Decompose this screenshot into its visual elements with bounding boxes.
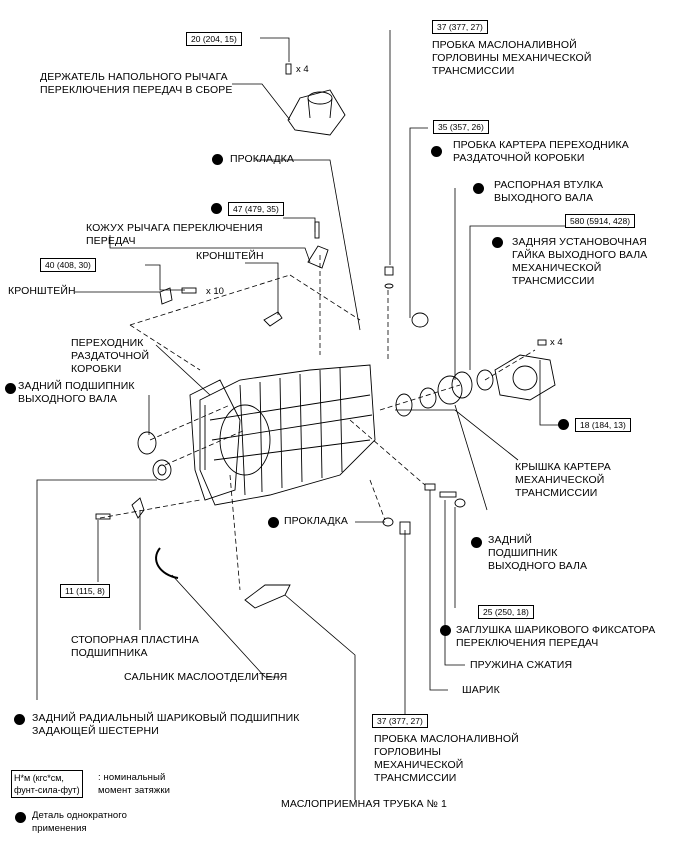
torque-box-retainer-bolt: 20 (204, 15) bbox=[186, 32, 242, 46]
label-oil-separator: САЛЬНИК МАСЛООТДЕЛИТЕЛЯ bbox=[124, 671, 288, 683]
nonreusable-dot-detent-plug bbox=[440, 625, 451, 636]
nonreusable-dot-spacer bbox=[473, 183, 484, 194]
label-detent-plug: ЗАГЛУШКА ШАРИКОВОГО ФИКСАТОРА ПЕРЕКЛЮЧЕН… bbox=[456, 624, 656, 649]
legend-units-box: Н*м (кгс*см, фунт-сила-фут) bbox=[11, 770, 83, 798]
nonreusable-dot-lock-nut bbox=[492, 237, 503, 248]
parts bbox=[95, 63, 556, 609]
nonreusable-dot-torque-18 bbox=[558, 419, 569, 430]
label-shift-lever-retainer: ДЕРЖАТЕЛЬ НАПОЛЬНОГО РЫЧАГА ПЕРЕКЛЮЧЕНИЯ… bbox=[40, 71, 233, 96]
torque-box-detent-plug: 25 (250, 18) bbox=[478, 605, 534, 619]
label-filler-plug-top: ПРОБКА МАСЛОНАЛИВНОЙ ГОРЛОВИНЫ МЕХАНИЧЕС… bbox=[432, 39, 592, 77]
label-ball: ШАРИК bbox=[462, 684, 500, 696]
label-rear-bearing-left: ЗАДНИЙ ПОДШИПНИК ВЫХОДНОГО ВАЛА bbox=[18, 380, 135, 405]
label-transfer-case-plug: ПРОБКА КАРТЕРА ПЕРЕХОДНИКА РАЗДАТОЧНОЙ К… bbox=[453, 139, 629, 164]
torque-box-filler-plug-top: 37 (377, 27) bbox=[432, 20, 488, 34]
torque-box-retainer-plate-bolt: 11 (115, 8) bbox=[60, 584, 110, 598]
nonreusable-dot-torque-47 bbox=[211, 203, 222, 214]
label-bracket-right: КРОНШТЕЙН bbox=[196, 250, 264, 262]
torque-box-shift-lever-housing: 47 (479, 35) bbox=[228, 202, 284, 216]
label-shift-lever-housing: КОЖУХ РЫЧАГА ПЕРЕКЛЮЧЕНИЯ ПЕРЕДАЧ bbox=[86, 222, 263, 247]
label-spacer: РАСПОРНАЯ ВТУЛКА ВЫХОДНОГО ВАЛА bbox=[494, 179, 604, 204]
label-bracket-left: КРОНШТЕЙН bbox=[8, 285, 76, 297]
legend-units-text: : номинальный момент затяжки bbox=[98, 772, 171, 796]
nonreusable-dot-transfer-plug bbox=[431, 146, 442, 157]
label-gasket-top: ПРОКЛАДКА bbox=[230, 153, 294, 165]
label-bearing-retainer: СТОПОРНАЯ ПЛАСТИНА ПОДШИПНИКА bbox=[71, 634, 199, 659]
torque-box-filler-plug-bottom: 37 (377, 27) bbox=[372, 714, 428, 728]
label-filler-plug-bottom: ПРОБКА МАСЛОНАЛИВНОЙ ГОРЛОВИНЫ МЕХАНИЧЕС… bbox=[374, 733, 519, 784]
multiplier-x10: x 10 bbox=[206, 286, 224, 297]
multiplier-x4-right: x 4 bbox=[550, 337, 563, 348]
nonreusable-dot-counter-gear-bearing bbox=[14, 714, 25, 725]
label-rear-bearing-right: ЗАДНИЙ ПОДШИПНИК ВЫХОДНОГО ВАЛА bbox=[488, 534, 588, 572]
multiplier-x4-top: x 4 bbox=[296, 64, 309, 75]
leader-lines bbox=[36, 30, 565, 800]
label-rear-lock-nut: ЗАДНЯЯ УСТАНОВОЧНАЯ ГАЙКА ВЫХОДНОГО ВАЛА… bbox=[512, 236, 648, 287]
label-oil-strainer: МАСЛОПРИЕМНАЯ ТРУБКА № 1 bbox=[281, 798, 447, 810]
torque-box-transfer-case-plug: 35 (357, 26) bbox=[433, 120, 489, 134]
nonreusable-dot-rear-bearing-right bbox=[471, 537, 482, 548]
nonreusable-dot-rear-bearing-left bbox=[5, 383, 16, 394]
nonreusable-dot-gasket-bottom bbox=[268, 517, 279, 528]
nonreusable-dot-legend bbox=[15, 812, 26, 823]
label-adapter: ПЕРЕХОДНИК РАЗДАТОЧНОЙ КОРОБКИ bbox=[71, 337, 150, 375]
nonreusable-dot-gasket-top bbox=[212, 154, 223, 165]
label-gasket-bottom: ПРОКЛАДКА bbox=[284, 515, 348, 527]
torque-box-case-cover: 18 (184, 13) bbox=[575, 418, 631, 432]
torque-box-bracket-bolt: 40 (408, 30) bbox=[40, 258, 96, 272]
label-compression-spring: ПРУЖИНА СЖАТИЯ bbox=[470, 659, 573, 671]
label-counter-gear-bearing: ЗАДНИЙ РАДИАЛЬНЫЙ ШАРИКОВЫЙ ПОДШИПНИК ЗА… bbox=[32, 712, 300, 737]
label-case-cover: КРЫШКА КАРТЕРА МЕХАНИЧЕСКОЙ ТРАНСМИССИИ bbox=[515, 461, 611, 499]
legend-nonreusable-text: Деталь однократного применения bbox=[32, 810, 128, 834]
torque-box-lock-nut: 580 (5914, 428) bbox=[565, 214, 636, 228]
